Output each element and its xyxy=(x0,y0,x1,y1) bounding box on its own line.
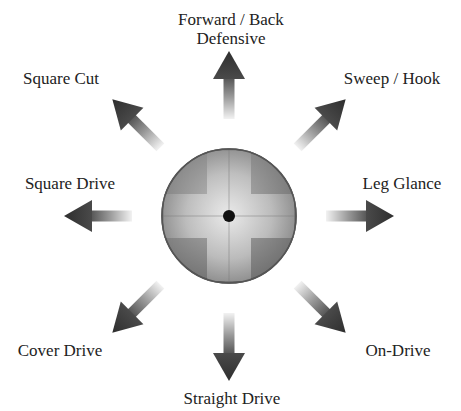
arrow xyxy=(286,273,357,344)
shot-label: Leg Glance xyxy=(363,174,442,193)
shot-label: Straight Drive xyxy=(184,389,281,408)
arrow xyxy=(326,200,394,232)
shot-label: Square Cut xyxy=(23,69,99,88)
shot-label: Square Drive xyxy=(25,174,115,193)
arrow xyxy=(213,313,245,381)
arrow xyxy=(64,200,132,232)
shot-label: Forward / Back Defensive xyxy=(166,10,296,48)
arrow xyxy=(101,88,172,159)
shot-label: Sweep / Hook xyxy=(344,69,440,88)
ball xyxy=(162,149,296,283)
arrow xyxy=(286,88,357,159)
shot-label: On-Drive xyxy=(365,341,430,360)
shot-label: Cover Drive xyxy=(18,341,103,360)
arrow xyxy=(101,273,172,344)
arrow xyxy=(213,51,245,119)
